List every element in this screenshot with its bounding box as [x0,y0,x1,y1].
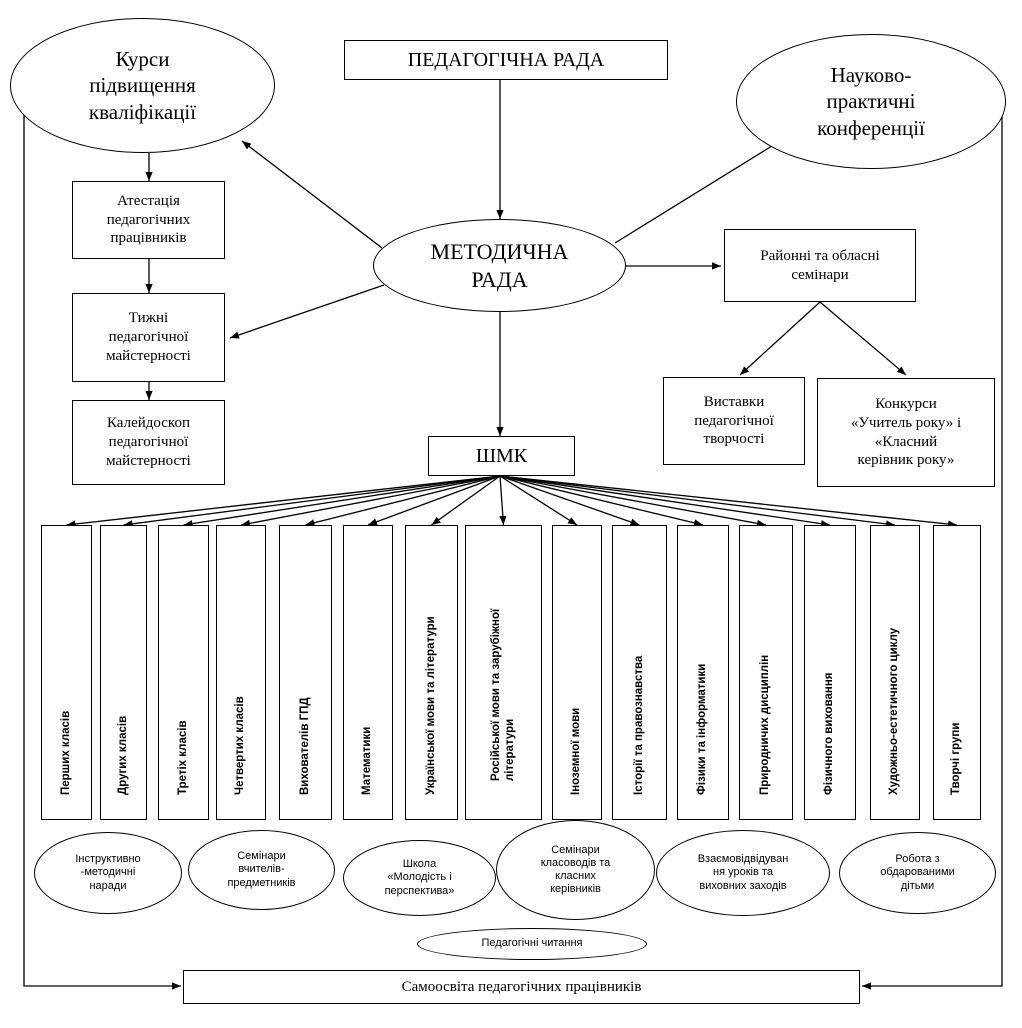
contests-box: Конкурси «Учитель року» і «Класний керів… [817,378,995,487]
column-physics-informatics: Фізики та інформатики [677,525,729,820]
column-first-grades: Перших класів [41,525,92,820]
column-label: Перших класів [59,711,72,796]
arrow-to-contests [819,301,907,376]
shmk-arrow-1 [66,475,501,528]
column-foreign-language: Іноземної мови [552,525,602,820]
ellipse-class-teacher-seminars: Семінари класоводів та класних керівникі… [496,820,655,920]
arrow-to-weeks [229,284,385,339]
column-physical-education: Фізичного виховання [804,525,856,820]
arrow-to-courses [241,140,383,249]
pedagogical-council-box: ПЕДАГОГІЧНА РАДА [344,40,668,80]
shmk-arrow-9 [499,475,578,526]
shmk-arrow-15 [499,475,958,528]
courses-ellipse: Курси підвищення кваліфікації [10,18,275,153]
arrow-to-conferences [614,140,781,244]
column-label: Других класів [116,716,129,796]
shmk-arrow-3 [183,475,501,528]
shmk-arrow-8 [499,475,507,526]
column-label: Російської мови та зарубіжної літератури [489,609,516,782]
column-label: Математики [361,726,374,796]
column-label: Вихователів ГПД [298,697,311,796]
ellipse-mutual-visits: Взаємовідвідуван ня уроків та виховних з… [656,830,830,916]
column-ukrainian: Української мови та літератури [405,525,458,820]
shmk-arrow-13 [499,475,831,528]
seminars-box: Районні та обласні семінари [724,229,916,302]
shmk-box: ШМК [428,436,575,476]
shmk-fan-arrows [66,475,958,528]
column-label: Природничих дисциплін [759,654,772,796]
shmk-arrow-10 [499,475,640,526]
column-russian-foreign-lit: Російської мови та зарубіжної літератури [465,525,542,820]
attestation-box: Атестація педагогічних працівників [72,181,225,259]
ellipse-instructive-meetings: Інструктивно -методичні наради [34,832,182,914]
shmk-arrow-2 [123,475,501,528]
arrow-to-exhibitions [739,301,821,376]
left-side-line [23,110,181,990]
methodical-council-ellipse: МЕТОДИЧНА РАДА [373,219,626,312]
column-mathematics: Математики [343,525,393,820]
shmk-arrow-5 [305,475,501,527]
shmk-arrow-4 [240,475,501,527]
ellipse-gifted-children: Робота з обдарованими дітьми [839,832,996,914]
weeks-box: Тижні педагогічної майстерності [72,293,225,382]
column-fourth-grades: Четвертих класів [216,525,266,820]
exhibitions-box: Виставки педагогічної творчості [663,377,805,465]
column-history-law: Історії та правознавства [612,525,667,820]
self-education-box: Самоосвіта педагогічних працівників [183,970,860,1004]
column-label: Фізичного виховання [823,672,836,796]
column-gpd-educators: Вихователів ГПД [279,525,332,820]
column-label: Фізики та інформатики [696,663,709,796]
right-side-line [862,110,1003,990]
ellipse-pedagogical-readings: Педагогічні читання [417,928,647,960]
column-label: Української мови та літератури [424,616,437,796]
column-creative-groups: Творчі групи [933,525,981,820]
kaleidoscope-box: Калейдоскоп педагогічної майстерності [72,400,225,485]
column-third-grades: Третіх класів [158,525,209,820]
column-label: Історії та правознавства [632,655,645,796]
column-label: Творчі групи [950,722,963,796]
column-second-grades: Других класів [100,525,147,820]
column-label: Четвертих класів [234,696,247,796]
column-label: Художньо-естетичного циклу [888,628,901,796]
column-label: Іноземної мови [570,707,583,796]
column-arts-aesthetics: Художньо-естетичного циклу [870,525,920,820]
column-natural-sciences: Природничих дисциплін [739,525,793,820]
shmk-arrow-7 [431,475,501,526]
ellipse-youth-school: Школа «Молодість і перспектива» [343,840,496,916]
ellipse-subject-teacher-seminars: Семінари вчителів- предметників [188,830,335,910]
shmk-arrow-12 [499,475,767,527]
shmk-arrow-11 [499,475,704,527]
shmk-arrow-14 [499,475,896,528]
shmk-arrow-6 [367,475,501,526]
conferences-ellipse: Науково- практичні конференції [736,34,1006,169]
column-label: Третіх класів [176,720,189,796]
